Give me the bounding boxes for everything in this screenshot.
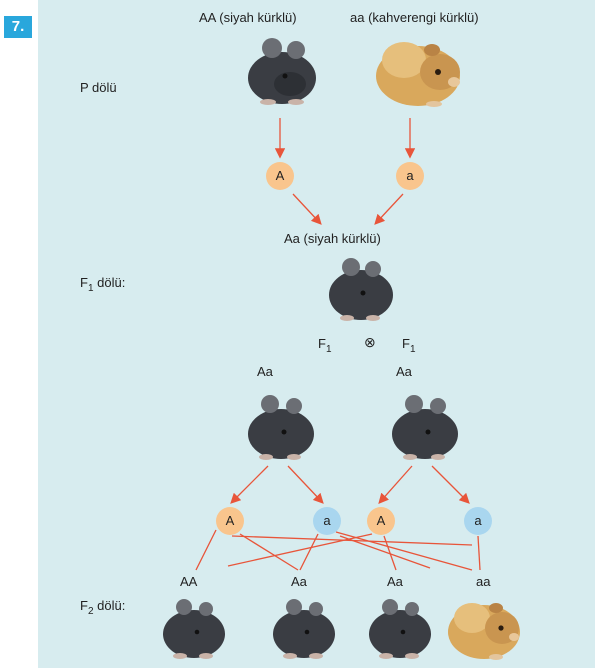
combo-line xyxy=(339,535,431,569)
f1-gamete-A-1: A xyxy=(216,507,244,535)
question-number: 7. xyxy=(4,16,32,38)
arrow-f1right-to-gamete4 xyxy=(431,465,470,504)
cross-symbol: ⊗ xyxy=(364,334,376,350)
f2-genotype-4: aa xyxy=(476,574,491,589)
f2-genotype-3: Aa xyxy=(387,574,403,589)
brown-guinea-pig-f2-aa xyxy=(448,603,520,660)
cross-right-genotype: Aa xyxy=(396,364,412,379)
f2-generation-label: F2 dölü: xyxy=(80,598,126,617)
f1-generation-label: F1 dölü: xyxy=(80,275,126,294)
arrow-f1right-to-gamete3 xyxy=(378,465,413,504)
black-mouse-f2-Aa-2 xyxy=(369,599,431,659)
black-mouse-f2-Aa-1 xyxy=(273,599,335,659)
f1-genotype: Aa (siyah kürklü) xyxy=(284,231,381,246)
black-mouse-f1 xyxy=(329,258,393,321)
cross-left-f1: F1 xyxy=(318,336,332,355)
figure-panel xyxy=(38,0,595,668)
cross-left-genotype: Aa xyxy=(257,364,273,379)
black-mouse-parent xyxy=(248,38,316,105)
combo-line xyxy=(335,531,473,571)
brown-guinea-pig-parent xyxy=(376,42,460,107)
f1-gamete-a-1: a xyxy=(313,507,341,535)
p-generation-label: P dölü xyxy=(80,80,117,95)
p-left-genotype: AA (siyah kürklü) xyxy=(199,10,297,25)
p-gamete-a: a xyxy=(396,162,424,190)
combo-line xyxy=(383,535,397,571)
arrow-f1left-to-gamete1 xyxy=(230,465,269,504)
f2-genotype-1: AA xyxy=(180,574,198,589)
arrow-gamete-a-to-f1 xyxy=(374,193,404,225)
combo-line xyxy=(195,529,217,571)
f1-gamete-A-2: A xyxy=(367,507,395,535)
black-mouse-f1-left xyxy=(248,395,314,460)
cross-right-f1: F1 xyxy=(402,336,416,355)
arrow-gamete-A-to-f1 xyxy=(292,193,322,225)
combo-line xyxy=(227,533,373,567)
f1-gamete-a-2: a xyxy=(464,507,492,535)
black-mouse-f2-AA xyxy=(163,599,225,659)
black-mouse-f1-right xyxy=(392,395,458,460)
p-gamete-A: A xyxy=(266,162,294,190)
p-right-genotype: aa (kahverengi kürklü) xyxy=(350,10,479,25)
f2-genotype-2: Aa xyxy=(291,574,307,589)
combo-line xyxy=(477,535,481,571)
combo-line xyxy=(299,533,319,571)
arrow-f1left-to-gamete2 xyxy=(287,465,324,504)
combo-line xyxy=(239,533,299,571)
